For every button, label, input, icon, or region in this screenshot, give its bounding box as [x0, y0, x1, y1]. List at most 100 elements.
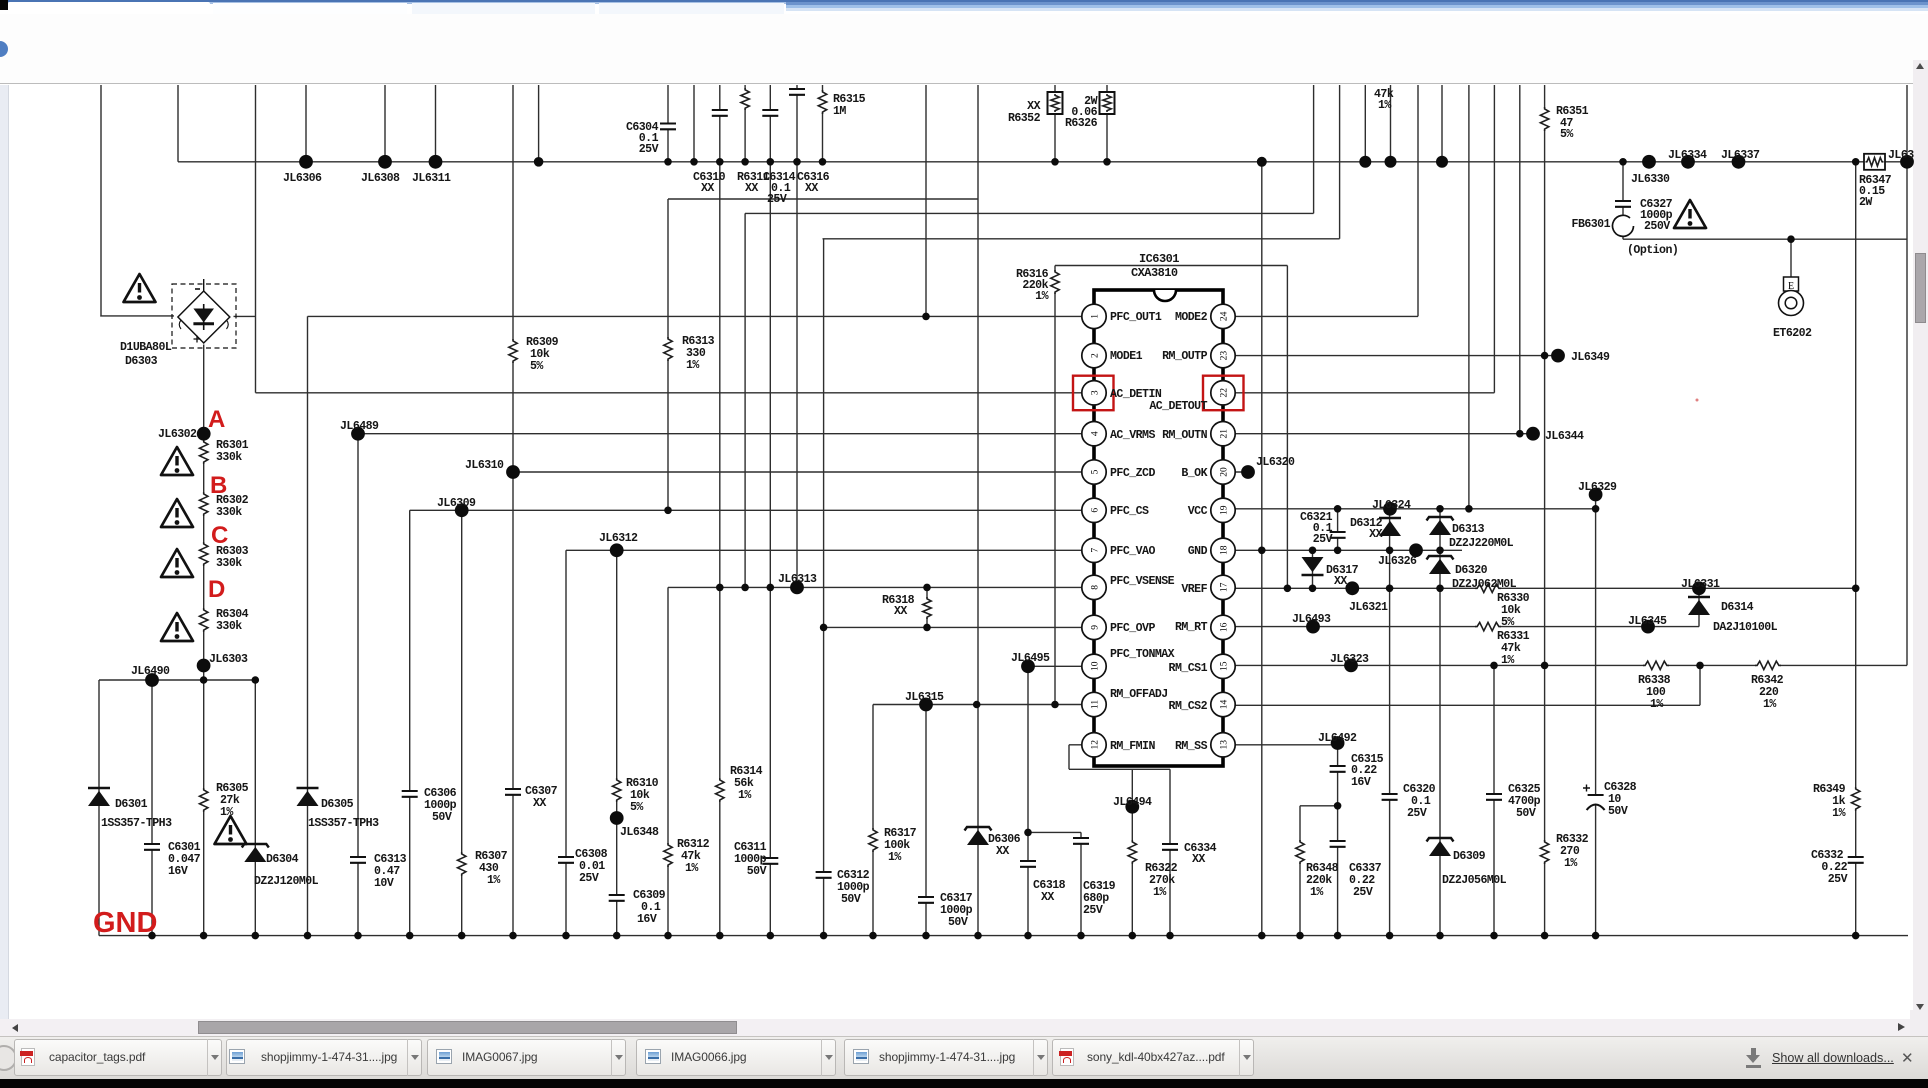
- svg-text:1000p: 1000p: [1640, 209, 1673, 222]
- svg-text:D6314: D6314: [1721, 601, 1754, 614]
- svg-text:2W: 2W: [1859, 196, 1872, 209]
- svg-text:XX: XX: [533, 797, 546, 810]
- svg-text:25V: 25V: [1083, 904, 1103, 917]
- svg-text:R6330: R6330: [1497, 592, 1530, 605]
- svg-text:2: 2: [1091, 353, 1101, 358]
- svg-text:27k: 27k: [220, 794, 240, 807]
- svg-text:JL6330: JL6330: [1631, 173, 1670, 186]
- svg-text:XX: XX: [1334, 575, 1347, 588]
- svg-text:21: 21: [1220, 429, 1230, 439]
- svg-text:10k: 10k: [630, 789, 650, 802]
- svg-text:JL6313: JL6313: [778, 573, 817, 586]
- svg-text:AC_DETOUT: AC_DETOUT: [1149, 400, 1207, 413]
- svg-text:19: 19: [1220, 505, 1230, 515]
- svg-text:1k: 1k: [1832, 795, 1845, 808]
- svg-text:XX: XX: [1369, 528, 1382, 541]
- svg-text:25V: 25V: [579, 872, 599, 885]
- svg-text:PFC_TONMAX: PFC_TONMAX: [1110, 648, 1175, 661]
- svg-text:50V: 50V: [747, 865, 767, 878]
- svg-text:50V: 50V: [1608, 805, 1628, 818]
- svg-text:7: 7: [1091, 548, 1101, 553]
- svg-text:11: 11: [1091, 700, 1101, 709]
- svg-text:100: 100: [1646, 686, 1666, 699]
- svg-text:PFC_OVP: PFC_OVP: [1110, 622, 1155, 635]
- svg-text:DZ2J056M0L: DZ2J056M0L: [1442, 874, 1507, 887]
- svg-text:4700p: 4700p: [1508, 795, 1541, 808]
- svg-text:25V: 25V: [767, 193, 787, 206]
- svg-text:C: C: [211, 522, 228, 549]
- svg-text:R6322: R6322: [1145, 862, 1178, 875]
- svg-text:XX: XX: [1192, 853, 1205, 866]
- svg-text:430: 430: [479, 862, 499, 875]
- svg-text:4: 4: [1091, 431, 1101, 436]
- svg-text:47: 47: [1560, 117, 1573, 130]
- svg-text:25V: 25V: [1828, 873, 1848, 886]
- svg-text:D6306: D6306: [988, 833, 1021, 846]
- svg-text:1SS357-TPH3: 1SS357-TPH3: [101, 817, 172, 830]
- svg-text:C6334: C6334: [1184, 842, 1217, 855]
- svg-text:1%: 1%: [738, 789, 751, 802]
- svg-text:JL6334: JL6334: [1668, 149, 1707, 162]
- svg-text:250V: 250V: [1644, 220, 1670, 233]
- svg-text:1M: 1M: [833, 105, 846, 118]
- svg-text:680p: 680p: [1083, 892, 1109, 905]
- svg-text:5%: 5%: [1501, 616, 1514, 629]
- svg-text:0.1: 0.1: [641, 901, 661, 914]
- svg-text:RM_OUTP: RM_OUTP: [1162, 350, 1207, 363]
- svg-text:ET6202: ET6202: [1773, 327, 1812, 340]
- svg-text:C6314: C6314: [763, 171, 796, 184]
- svg-text:R6311: R6311: [737, 171, 770, 184]
- svg-text:R6338: R6338: [1638, 674, 1671, 687]
- svg-text:JL6345: JL6345: [1628, 615, 1667, 628]
- svg-text:10V: 10V: [374, 877, 394, 890]
- svg-text:R6351: R6351: [1556, 105, 1589, 118]
- svg-text:JL6311: JL6311: [412, 172, 451, 185]
- svg-text:C6325: C6325: [1508, 783, 1541, 796]
- svg-text:10k: 10k: [1501, 604, 1521, 617]
- svg-text:50V: 50V: [841, 893, 861, 906]
- svg-text:JL6489: JL6489: [340, 420, 379, 433]
- svg-text:50V: 50V: [432, 811, 452, 824]
- svg-text:1000p: 1000p: [424, 799, 457, 812]
- svg-text:C6301: C6301: [168, 841, 201, 854]
- svg-text:R6313: R6313: [682, 335, 715, 348]
- svg-text:JL6494: JL6494: [1113, 796, 1152, 809]
- svg-text:0.15: 0.15: [1859, 185, 1885, 198]
- svg-text:MODE2: MODE2: [1175, 311, 1208, 324]
- svg-text:1%: 1%: [888, 851, 901, 864]
- svg-text:330k: 330k: [216, 557, 242, 570]
- svg-text:C6328: C6328: [1604, 781, 1637, 794]
- svg-text:C6315: C6315: [1351, 753, 1384, 766]
- svg-text:VCC: VCC: [1188, 505, 1208, 518]
- svg-text:R6312: R6312: [677, 838, 710, 851]
- svg-text:330k: 330k: [216, 620, 242, 633]
- svg-text:D1UBA80L: D1UBA80L: [120, 341, 172, 354]
- svg-text:(Option): (Option): [1627, 244, 1678, 257]
- svg-text:R6314: R6314: [730, 765, 763, 778]
- svg-text:6: 6: [1091, 508, 1101, 513]
- svg-text:47k: 47k: [1374, 88, 1394, 101]
- svg-text:23: 23: [1220, 351, 1230, 361]
- svg-text:XX: XX: [1041, 891, 1054, 904]
- svg-text:25V: 25V: [1313, 533, 1333, 546]
- svg-text:C6337: C6337: [1349, 862, 1382, 875]
- svg-text:B_OK: B_OK: [1181, 467, 1207, 480]
- svg-text:D6303: D6303: [125, 355, 158, 368]
- svg-text:JL6490: JL6490: [131, 665, 170, 678]
- svg-text:3: 3: [1091, 390, 1101, 395]
- svg-text:D6309: D6309: [1453, 850, 1486, 863]
- svg-text:PFC_ZCD: PFC_ZCD: [1110, 467, 1155, 480]
- svg-text:R6349: R6349: [1813, 783, 1846, 796]
- svg-text:0.22: 0.22: [1349, 874, 1375, 887]
- svg-text:47k: 47k: [1501, 642, 1521, 655]
- svg-text:DZ2J220M0L: DZ2J220M0L: [1449, 537, 1514, 550]
- svg-text:PFC_OUT1: PFC_OUT1: [1110, 311, 1162, 324]
- svg-text:E: E: [1788, 281, 1794, 292]
- svg-text:XX: XX: [745, 182, 758, 195]
- svg-text:C6316: C6316: [797, 171, 830, 184]
- svg-text:12: 12: [1091, 740, 1101, 750]
- svg-text:R6310: R6310: [626, 777, 659, 790]
- svg-text:D6301: D6301: [115, 798, 148, 811]
- svg-text:1%: 1%: [1763, 698, 1776, 711]
- svg-text:16V: 16V: [168, 865, 188, 878]
